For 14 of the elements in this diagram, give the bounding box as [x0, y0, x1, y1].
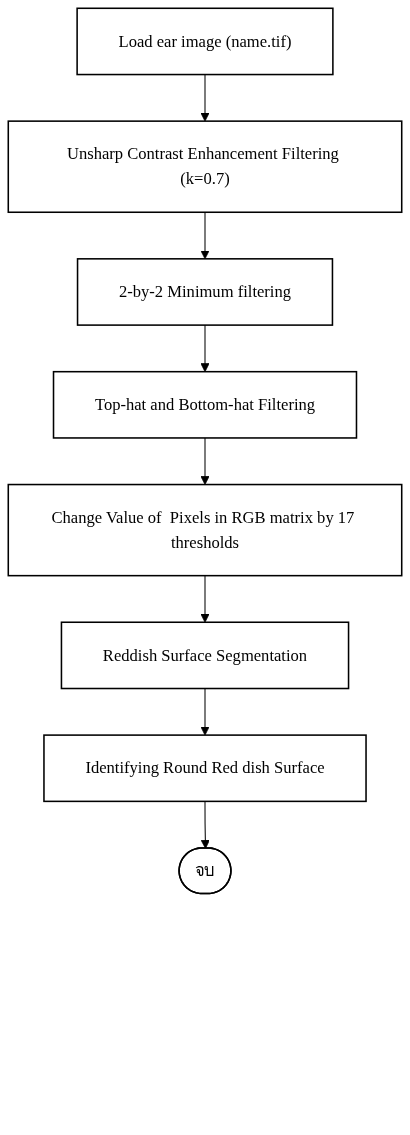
arrow: [200, 800, 210, 849]
node-box: 2-by-2 Minimum filtering: [76, 258, 334, 326]
node-box: Reddish Surface Segmentation: [60, 621, 350, 690]
node-box: Unsharp Contrast Enhancement Filtering (k=0.7): [7, 120, 403, 214]
arrow: [200, 688, 210, 736]
arrow: [200, 324, 210, 373]
arrow: [200, 437, 210, 485]
arrow: [200, 211, 210, 260]
arrow: [200, 575, 210, 623]
node-box: Identifying Round Red dish Surface: [43, 734, 367, 803]
arrow: [200, 74, 210, 122]
node-box: Load ear image (name.tif): [76, 7, 334, 76]
node-box: Change Value of Pixels in RGB matrix by 17 thresholds: [7, 483, 403, 577]
node-box: Top-hat and Bottom-hat Filtering: [52, 370, 358, 439]
